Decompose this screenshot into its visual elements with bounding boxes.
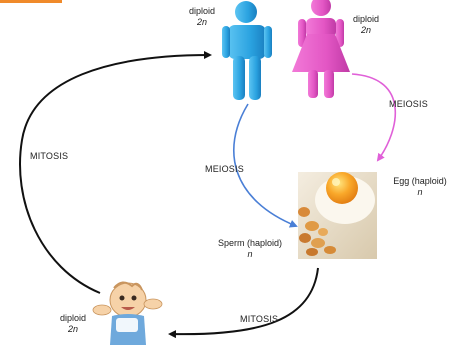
growth-mitosis-label: MITOSIS — [30, 151, 68, 161]
mitosis-growth-arrow — [20, 55, 210, 293]
egg-photo — [298, 172, 377, 259]
male-ploidy-text: diploid — [189, 6, 215, 16]
female-ploidy-label: diploid 2n — [346, 14, 386, 36]
sperm-name-text: Sperm (haploid) — [218, 238, 282, 248]
sperm-label: Sperm (haploid) n — [208, 238, 292, 260]
cropped-title-fragment — [0, 0, 62, 3]
female-meiosis-arrow — [352, 74, 395, 160]
sperm-count-text: n — [208, 249, 292, 260]
baby-ploidy-text: diploid — [60, 313, 86, 323]
male-figure — [222, 1, 272, 100]
male-meiosis-label: MEIOSIS — [205, 164, 244, 174]
male-count-text: 2n — [184, 17, 220, 28]
male-ploidy-label: diploid 2n — [184, 6, 220, 28]
egg-count-text: n — [378, 187, 462, 198]
female-count-text: 2n — [346, 25, 386, 36]
female-ploidy-text: diploid — [353, 14, 379, 24]
female-meiosis-label: MEIOSIS — [389, 99, 428, 109]
baby-illustration — [93, 282, 162, 345]
egg-label: Egg (haploid) n — [378, 176, 462, 198]
female-figure — [292, 0, 350, 98]
egg-name-text: Egg (haploid) — [393, 176, 447, 186]
zygote-mitosis-arrow — [170, 268, 318, 334]
zygote-mitosis-label: MITOSIS — [240, 314, 278, 324]
baby-count-text: 2n — [56, 324, 90, 335]
baby-ploidy-label: diploid 2n — [56, 313, 90, 335]
